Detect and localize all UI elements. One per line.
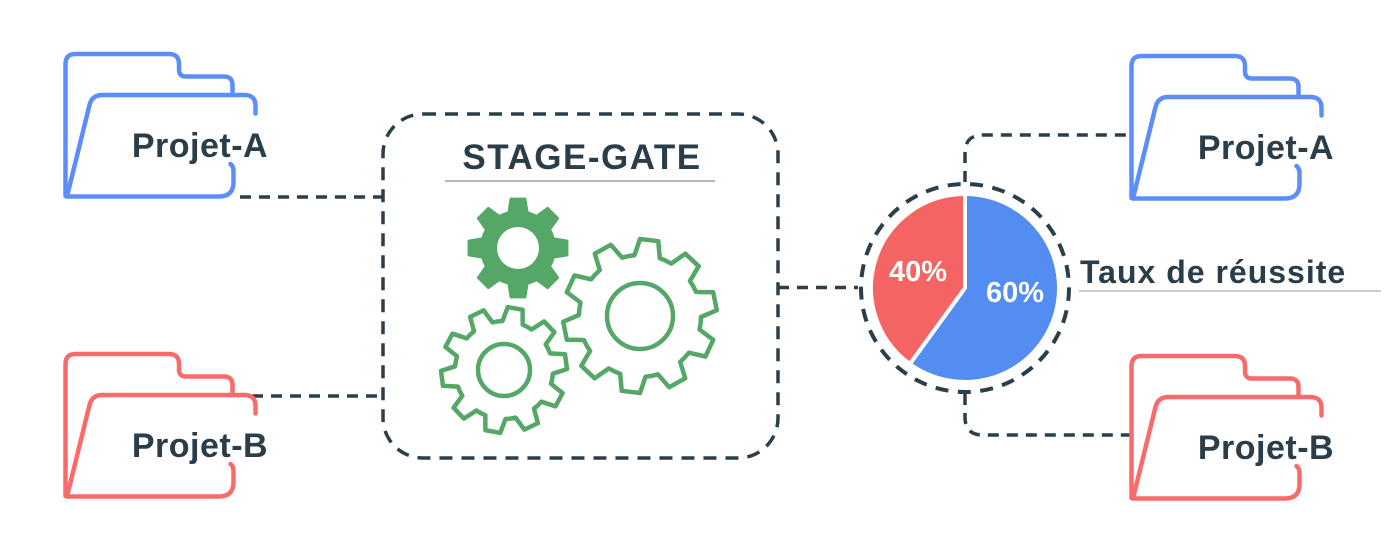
pie-label-60: 60% [985,277,1045,309]
folder-label-projet-b-left: Projet-B [131,427,269,465]
success-rate-label: Taux de réussite [1080,254,1347,290]
folder-card-bottom-left: Projet-B [62,348,268,503]
gear-outline-small-hub [475,341,533,399]
folder-icon [62,48,262,203]
pie-slice-60 [907,192,1061,384]
pie-label-40: 40% [888,256,948,288]
folder-icon [1128,350,1328,505]
folder-icon [1128,50,1328,205]
folder-icon [62,348,262,503]
folder-card-top-right: Projet-A [1128,50,1334,205]
stage-gate-box-border [381,112,780,460]
folder-label-projet-a-right: Projet-A [1197,129,1335,167]
pie-dashed-ring [859,182,1071,394]
folder-label-projet-a-left: Projet-A [131,127,269,165]
connector-pie-to-projet-b-right [963,394,1132,437]
folder-card-bottom-right: Projet-B [1128,350,1334,505]
gears-icon [438,197,720,436]
gear-outline-large-hub [604,280,676,352]
success-rate-underline [1079,290,1381,292]
connector-pie-to-projet-a-right [963,133,1132,182]
folder-label-projet-b-right: Projet-B [1197,429,1335,467]
pie-slice-40 [869,192,967,367]
stage-gate-title-underline [445,180,715,182]
stage-gate-title: STAGE-GATE [462,138,702,177]
success-rate-pie-chart: 40% 60% [850,173,1080,403]
folder-card-top-left: Projet-A [62,48,268,203]
gear-filled-hole [497,227,539,269]
